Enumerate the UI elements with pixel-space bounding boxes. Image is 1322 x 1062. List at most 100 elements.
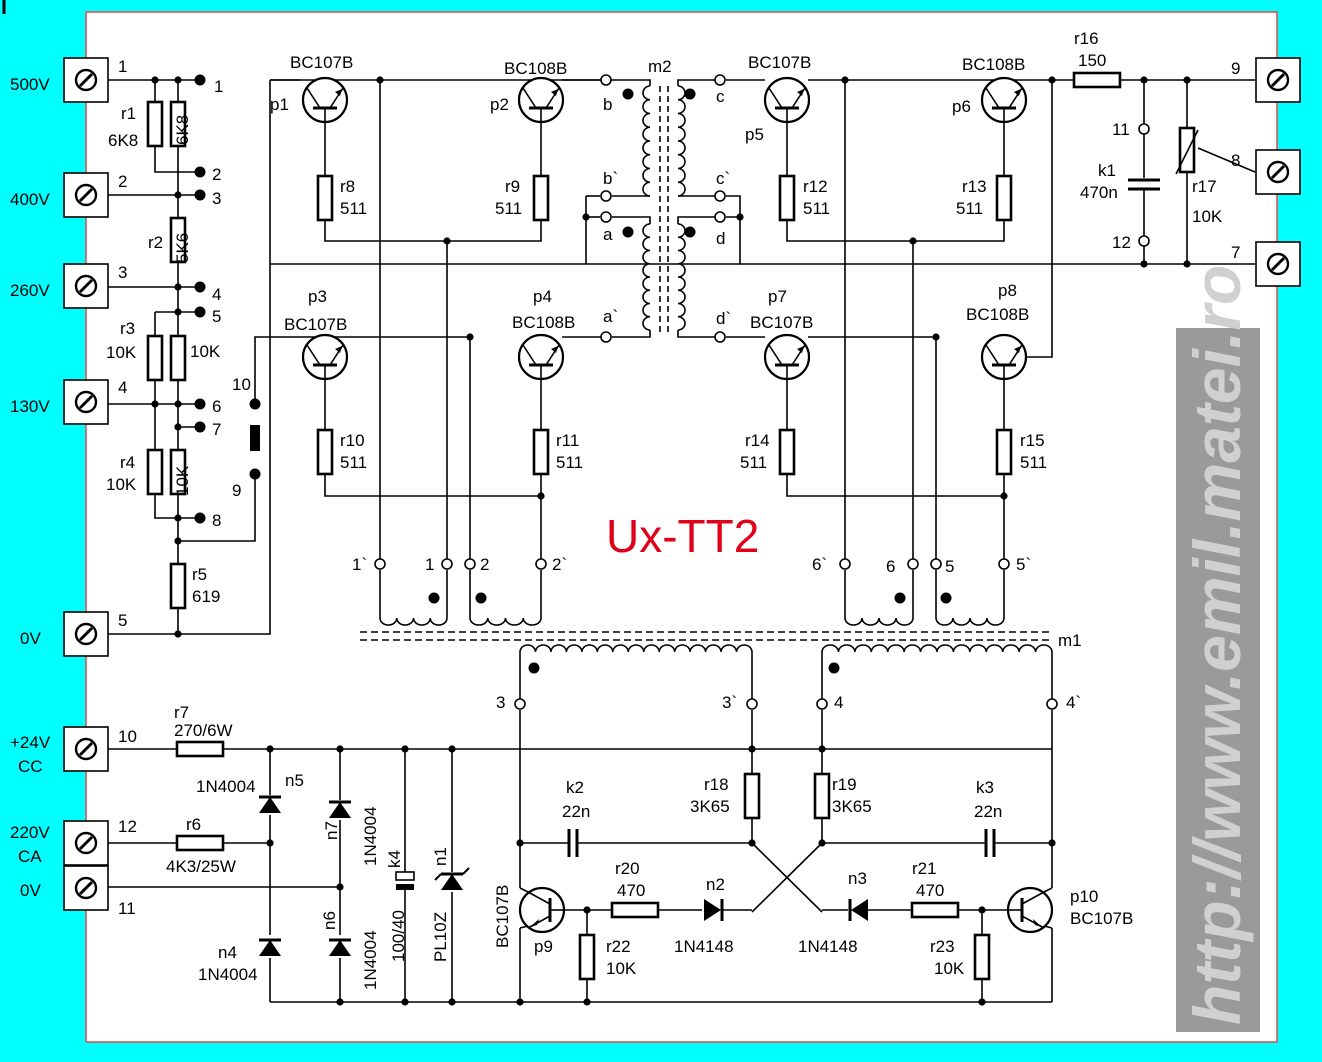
terminal-number: 3 bbox=[118, 263, 127, 282]
diode-type: 1N4004 bbox=[361, 930, 380, 990]
pin-label: 1 bbox=[425, 555, 434, 574]
resistor-value: 511 bbox=[803, 199, 830, 218]
junction-dot bbox=[174, 514, 182, 522]
terminal-number: 9 bbox=[1231, 59, 1240, 78]
resistor bbox=[910, 901, 960, 919]
junction-dot bbox=[174, 400, 182, 408]
junction-dot bbox=[516, 839, 524, 847]
pin-label: 3 bbox=[496, 693, 505, 712]
watermark-strip bbox=[1176, 328, 1260, 1032]
transistor-name: p6 bbox=[952, 97, 971, 116]
diode-name: n2 bbox=[706, 875, 725, 894]
junction-dot bbox=[448, 998, 456, 1006]
transistor-emitter-arrow bbox=[1014, 89, 1021, 96]
transistor-emitter-arrow bbox=[797, 89, 804, 96]
diode-type: 1N4148 bbox=[674, 937, 734, 956]
pin-circle bbox=[600, 190, 612, 202]
resistor-name: r11 bbox=[556, 431, 579, 450]
terminal-label: CA bbox=[18, 847, 42, 866]
transistor-collector bbox=[985, 344, 1000, 366]
resistor-name: r23 bbox=[930, 937, 955, 956]
resistor-name: r15 bbox=[1020, 431, 1045, 450]
transistor-type: BC108B bbox=[504, 59, 567, 78]
resistor bbox=[532, 174, 550, 222]
wire bbox=[519, 887, 529, 893]
transistor-collector bbox=[522, 87, 537, 109]
pin-label: 2` bbox=[552, 555, 567, 574]
resistor-name: r9 bbox=[505, 177, 520, 196]
terminal-screw-slot bbox=[1270, 164, 1286, 180]
tap-number: 5 bbox=[212, 307, 221, 326]
wire bbox=[786, 220, 1005, 242]
diode-type: 1N4004 bbox=[361, 806, 380, 866]
terminal-label: 0V bbox=[20, 881, 41, 900]
terminal-label: 500V bbox=[10, 75, 50, 94]
resistor-name: r10 bbox=[340, 431, 365, 450]
tap-number: 7 bbox=[212, 420, 221, 439]
pin-circle bbox=[714, 331, 726, 343]
terminal-screw-slot bbox=[78, 835, 94, 851]
terminal-number: 7 bbox=[1231, 243, 1240, 262]
winding bbox=[821, 644, 1053, 653]
pin-circle bbox=[839, 558, 851, 570]
transistor-type: BC108B bbox=[962, 55, 1025, 74]
resistor bbox=[995, 428, 1013, 476]
junction-dot bbox=[818, 745, 826, 753]
resistor bbox=[532, 428, 550, 476]
resistor-name: r18 bbox=[704, 775, 729, 794]
junction-dot bbox=[1140, 76, 1148, 84]
tap-dot bbox=[194, 166, 206, 178]
junction-dot bbox=[336, 998, 344, 1006]
diode-type: 1N4004 bbox=[196, 777, 256, 796]
pin-label: 11 bbox=[1112, 120, 1130, 139]
tap-dot bbox=[194, 512, 206, 524]
diode-name: n5 bbox=[285, 771, 304, 790]
pin-circle bbox=[998, 558, 1010, 570]
transistor-type: BC108B bbox=[966, 305, 1029, 324]
pin-label: 4 bbox=[834, 693, 843, 712]
junction-dot bbox=[336, 745, 344, 753]
transistor-emitter-arrow bbox=[1033, 919, 1042, 927]
resistor-value: 10K bbox=[606, 959, 637, 978]
pin-circle bbox=[535, 558, 547, 570]
tap-dot bbox=[194, 421, 206, 433]
resistor-value: 4K3/25W bbox=[166, 857, 236, 876]
pin-label: c` bbox=[716, 169, 730, 188]
transistor-collector bbox=[522, 344, 537, 366]
watermark-text: http://www.emil.matei.ro bbox=[1180, 265, 1254, 1025]
transistor-name: p9 bbox=[534, 937, 553, 956]
junction-dot bbox=[748, 745, 756, 753]
terminal-screw-slot bbox=[78, 880, 94, 896]
resistor-name: r3 bbox=[120, 319, 135, 338]
zener-bend bbox=[434, 867, 470, 881]
wire bbox=[324, 474, 542, 497]
transistor-emitter-arrow bbox=[551, 89, 558, 96]
terminal-screw-slot bbox=[78, 72, 94, 88]
tap-dot bbox=[828, 662, 840, 674]
terminal-label: 130V bbox=[10, 397, 50, 416]
transformer-name: m1 bbox=[1058, 631, 1082, 650]
tap-dot bbox=[684, 226, 696, 238]
resistor-name: r22 bbox=[606, 937, 631, 956]
transistor-name: p1 bbox=[270, 95, 289, 114]
wire bbox=[1043, 887, 1053, 893]
transistor-collector bbox=[1021, 891, 1045, 905]
transistor-type: BC107B bbox=[493, 885, 512, 948]
transistor-collector bbox=[985, 87, 1000, 109]
transistor-collector bbox=[306, 344, 321, 366]
junction-dot bbox=[582, 213, 590, 221]
pin-label: 6 bbox=[886, 557, 895, 576]
terminal-screw-slot bbox=[78, 187, 94, 203]
tap-dot bbox=[194, 281, 206, 293]
wire bbox=[324, 220, 542, 242]
terminal-block bbox=[63, 820, 109, 866]
wire bbox=[726, 195, 741, 218]
junction-dot bbox=[376, 76, 384, 84]
junction-dot bbox=[151, 400, 159, 408]
wire bbox=[677, 330, 718, 338]
junction-dot bbox=[583, 998, 591, 1006]
pin-circle bbox=[746, 698, 758, 710]
transistor-emitter-arrow bbox=[797, 346, 804, 353]
resistor bbox=[169, 334, 187, 382]
pin-label: 3` bbox=[722, 693, 737, 712]
